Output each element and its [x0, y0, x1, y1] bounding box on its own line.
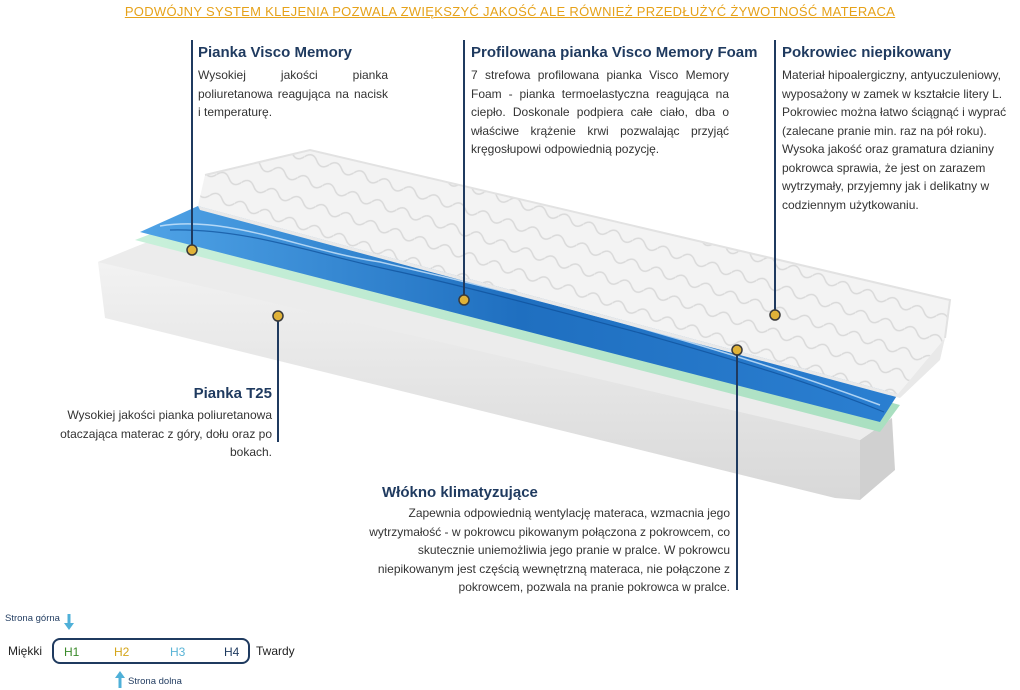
wlokno-text: Zapewnia odpowiednią wentylację materaca…	[369, 506, 730, 594]
t25-text: Wysokiej jakości pianka poliuretanowa ot…	[60, 408, 272, 459]
level-h4: H4	[224, 645, 240, 659]
visco-gel-layer	[140, 206, 898, 422]
level-h2: H2	[114, 645, 130, 659]
level-h3: H3	[170, 645, 186, 659]
cover-top	[198, 150, 950, 394]
base-foam-front	[98, 245, 860, 500]
arrow-up-icon	[115, 671, 125, 688]
hardness-box: H1 H2 H3 H4	[52, 638, 250, 664]
dot-visco	[186, 244, 198, 256]
pokrowiec-text: Materiał hipoalergiczny, antyuczuleniowy…	[782, 68, 1007, 212]
visco-title: Pianka Visco Memory	[198, 44, 352, 61]
soft-label: Miękki	[8, 644, 43, 658]
dot-wlokno	[731, 344, 743, 356]
pokrowiec-title: Pokrowiec niepikowany	[782, 44, 952, 61]
profil-title: Profilowana pianka Visco Memory Foam	[471, 44, 758, 61]
hard-label: Twardy	[256, 644, 295, 658]
dot-pokrowiec	[769, 309, 781, 321]
bottom-side-label: Strona dolna	[128, 676, 182, 687]
arrow-down-icon	[64, 614, 74, 630]
profil-text: 7 strefowa profilowana pianka Visco Memo…	[471, 68, 729, 156]
hardness-scale: Strona górna Miękki H1 H2 H3 H4 Twardy S…	[0, 600, 320, 690]
level-h1: H1	[64, 645, 80, 659]
t25-title: Pianka T25	[193, 385, 272, 402]
top-side-label: Strona górna	[5, 613, 60, 624]
dot-profil	[458, 294, 470, 306]
wlokno-title: Włókno klimatyzujące	[382, 484, 538, 501]
headline: PODWÓJNY SYSTEM KLEJENIA POZWALA ZWIĘKSZ…	[124, 4, 896, 19]
dot-t25	[272, 310, 284, 322]
visco-text: Wysokiej jakości pianka poliuretanowa re…	[198, 68, 388, 119]
base-foam-side	[860, 418, 895, 500]
